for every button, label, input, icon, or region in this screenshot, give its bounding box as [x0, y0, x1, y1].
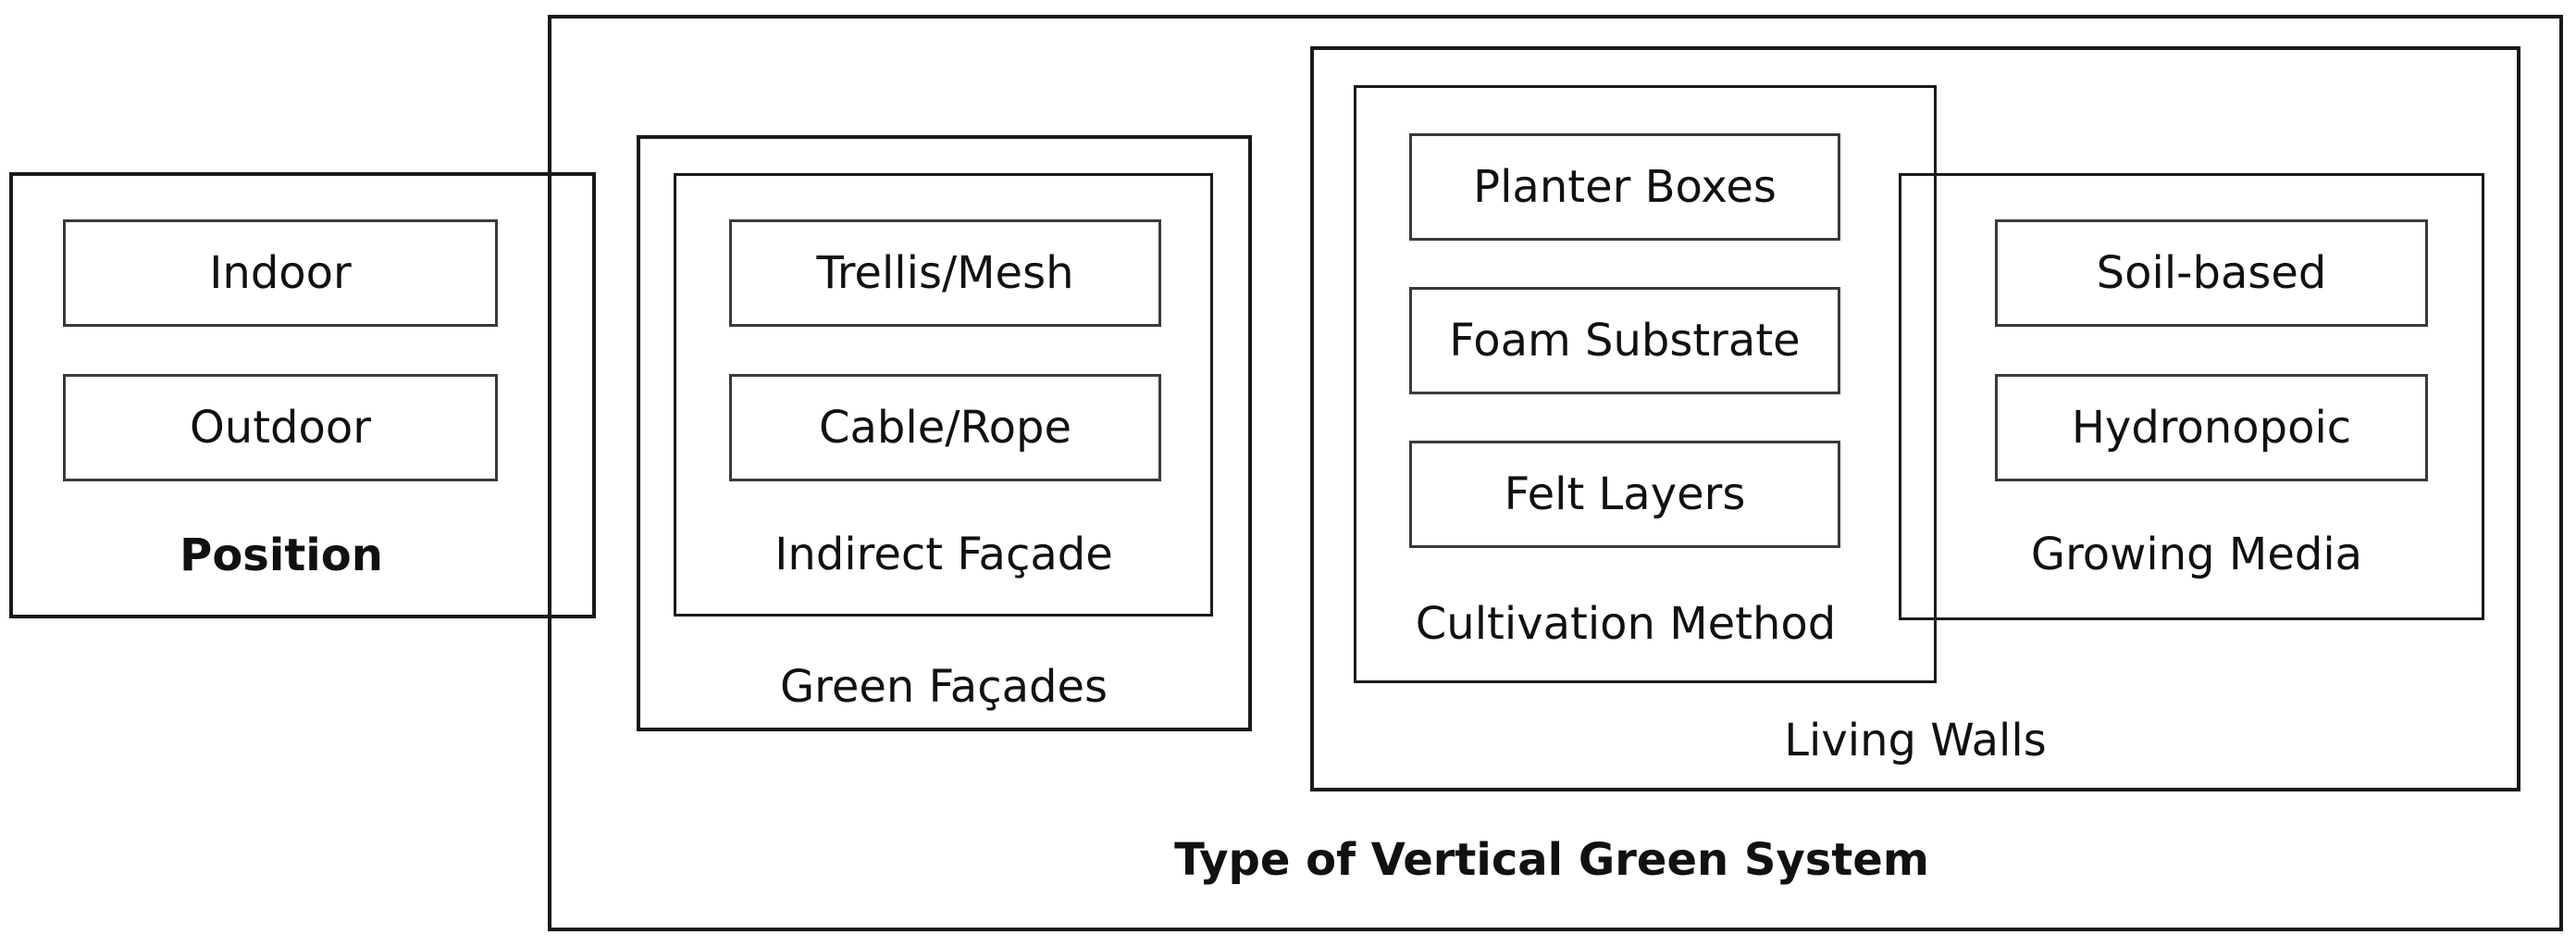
green-facades-label: Green Façades [779, 661, 1108, 713]
indoor-box: Indoor [63, 219, 498, 327]
trellis-mesh-box: Trellis/Mesh [729, 219, 1161, 327]
soil-based-box: Soil-based [1995, 219, 2428, 327]
position-title: Position [180, 530, 383, 581]
planter-boxes-box: Planter Boxes [1409, 133, 1840, 241]
cable-rope-box: Cable/Rope [729, 374, 1161, 481]
cultivation-method-container [1354, 85, 1937, 683]
living-walls-container [1310, 46, 2520, 791]
vertical-green-system-title: Type of Vertical Green System [1174, 834, 1929, 886]
hydronopoic-box: Hydronopoic [1995, 374, 2428, 481]
green-facades-container [637, 135, 1252, 731]
growing-media-label: Growing Media [2030, 529, 2363, 580]
growing-media-container [1899, 173, 2484, 620]
position-container [9, 172, 596, 618]
cultivation-method-label: Cultivation Method [1415, 598, 1837, 650]
living-walls-label: Living Walls [1784, 715, 2047, 766]
indirect-facade-container [674, 173, 1213, 617]
foam-substrate-box: Foam Substrate [1409, 287, 1840, 394]
outdoor-box: Outdoor [63, 374, 498, 481]
vertical-green-system-container [548, 15, 2563, 931]
indirect-facade-label: Indirect Façade [774, 529, 1113, 580]
felt-layers-box: Felt Layers [1409, 441, 1840, 548]
